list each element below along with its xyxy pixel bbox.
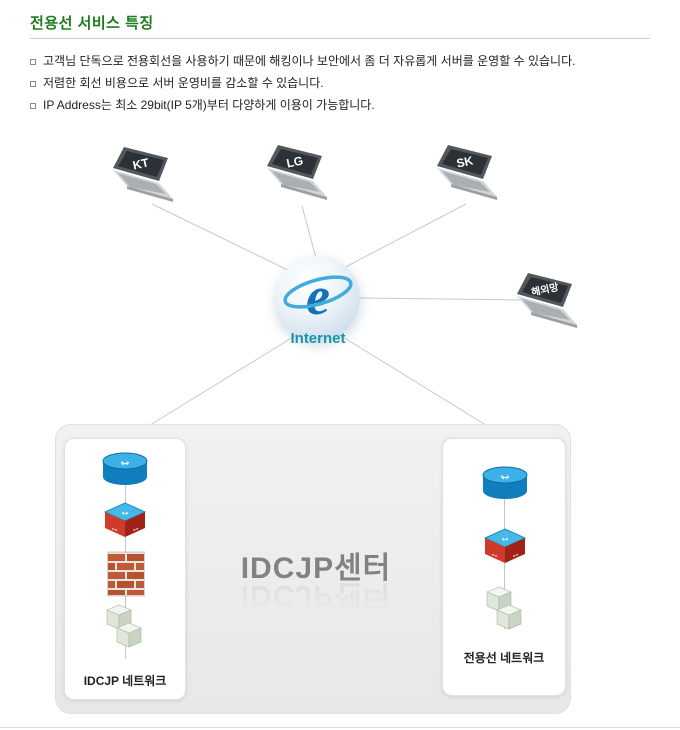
- switch-arrow: ↔: [489, 548, 501, 561]
- laptop-icon: SK: [437, 145, 497, 200]
- laptop-lg: LG: [260, 144, 344, 208]
- server-icon: [486, 586, 522, 630]
- network-box-idcjp: ↔ ↔ ↔ ↔ ↔ ↔ IDCJP 네트워크: [64, 438, 186, 700]
- router-arrow: ↔: [117, 452, 133, 470]
- datacenter-title: IDCJP센터: [240, 552, 392, 585]
- switch-icon: ↔ ↔ ↔ ↔: [483, 528, 527, 563]
- switch-arrow: ↔: [109, 522, 121, 535]
- switch-arrow: ↔: [119, 506, 131, 519]
- internet-label: Internet: [290, 330, 346, 347]
- laptop-icon: KT: [113, 147, 173, 202]
- list-item: 저렴한 회선 비용으로 서버 운영비를 감소할 수 있습니다.: [30, 76, 650, 91]
- router-arrow: ↔: [117, 452, 133, 470]
- network-label: IDCJP 네트워크: [83, 674, 167, 688]
- ie-letter: e: [306, 266, 330, 326]
- internet-globe: e: [276, 256, 360, 340]
- datacenter-title-reflection: IDCJP센터: [240, 579, 392, 612]
- list-item: 고객님 단독으로 전용회선을 사용하기 때문에 해킹이나 보안에서 좀 더 자유…: [30, 54, 650, 69]
- bullet-icon: [30, 59, 36, 65]
- switch-icon: ↔ ↔ ↔ ↔: [103, 502, 147, 537]
- laptop-sk: SK: [430, 144, 514, 208]
- network-label: 전용선 네트워크: [463, 651, 545, 665]
- laptop-screen-label: LG: [285, 153, 304, 170]
- network-box-leasedline: ↔ ↔ ↔ ↔ ↔ ↔ 전용선 네트워크: [442, 438, 566, 696]
- laptop-screen-label: KT: [132, 155, 151, 172]
- ie-logo-icon: e: [283, 266, 353, 326]
- switch-arrow: ↔: [499, 532, 511, 545]
- bullet-icon: [30, 81, 36, 87]
- feature-text: 고객님 단독으로 전용회선을 사용하기 때문에 해킹이나 보안에서 좀 더 자유…: [43, 54, 576, 68]
- title-divider: [30, 38, 650, 39]
- switch-arrow: ↔: [129, 522, 141, 535]
- feature-text: 저렴한 회선 비용으로 서버 운영비를 감소할 수 있습니다.: [43, 76, 324, 90]
- switch-arrow: ↔: [119, 506, 131, 519]
- router-icon: ↔ ↔: [102, 452, 148, 485]
- page-title: 전용선 서비스 특징: [30, 15, 154, 32]
- switch-arrow: ↔: [509, 548, 521, 561]
- router-arrow: ↔: [497, 466, 513, 484]
- list-item: IP Address는 최소 29bit(IP 5개)부터 다양하게 이용이 가…: [30, 98, 650, 113]
- page-bottom-divider: [0, 727, 680, 728]
- feature-text: IP Address는 최소 29bit(IP 5개)부터 다양하게 이용이 가…: [43, 98, 375, 112]
- server-icon: [106, 604, 142, 648]
- laptop-overseas: 해외망: [510, 272, 594, 336]
- router-arrow: ↔: [497, 466, 513, 484]
- laptop-icon: 해외망: [517, 273, 577, 328]
- bullet-icon: [30, 103, 36, 109]
- router-icon: ↔ ↔: [482, 466, 528, 499]
- switch-arrow: ↔: [499, 532, 511, 545]
- firewall-icon: [107, 551, 145, 597]
- laptop-screen-label: SK: [455, 153, 475, 170]
- laptop-icon: LG: [267, 145, 327, 200]
- laptop-kt: KT: [106, 146, 190, 210]
- feature-list: 고객님 단독으로 전용회선을 사용하기 때문에 해킹이나 보안에서 좀 더 자유…: [30, 54, 650, 120]
